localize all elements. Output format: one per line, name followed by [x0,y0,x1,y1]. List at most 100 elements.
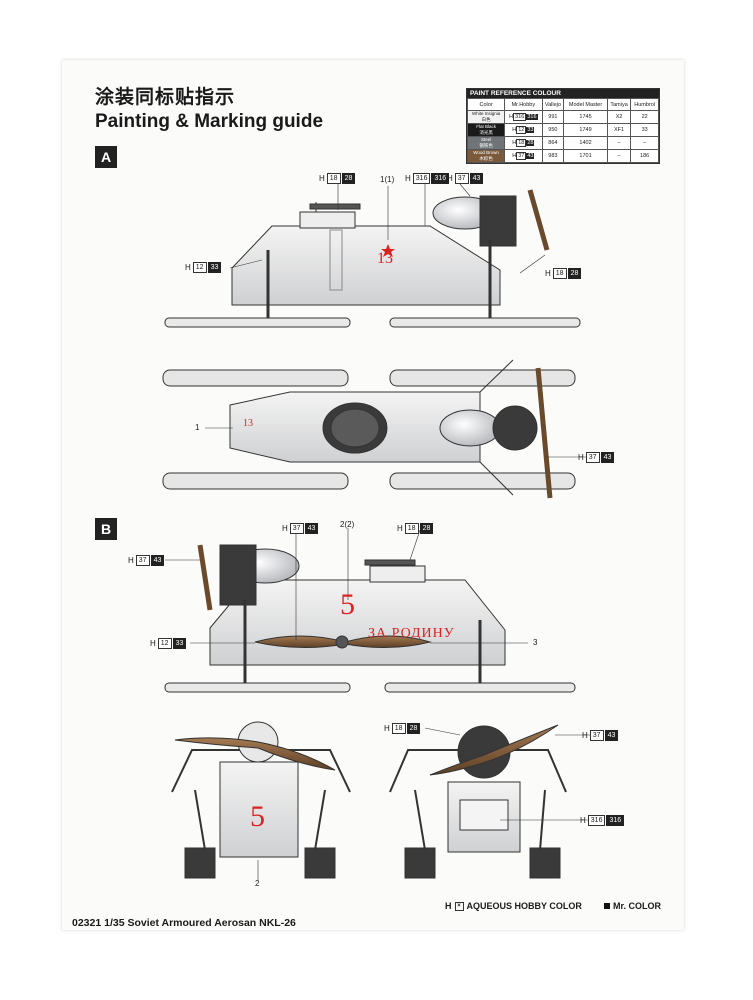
paint-color-en: Steel [480,137,492,142]
diagram-b-side [164,544,576,693]
paint-hobby-m: 43 [526,153,535,159]
propeller-a-plan [535,367,553,499]
diagram-a-side [164,189,581,328]
marking-b-slogan: ЗА РОДИНУ [368,626,455,641]
engine-a-plan [492,405,538,451]
paint-hobby-m: 33 [526,127,535,133]
paint-hobby-h: 37 [516,152,527,160]
decal-label-front: 2 [255,879,260,888]
title-chinese: 涂装同标贴指示 [95,87,236,108]
track-a-bottom-right [389,472,576,490]
diagram-a-plan [162,359,576,499]
track-a-bottom-left [162,472,349,490]
paint-color-en: Wood Brown [473,150,499,155]
paint-hobby-h: 18 [516,139,527,147]
paint-table-heading: PAINT REFERENCE COLOUR [467,89,659,98]
mr-color-square-icon [604,903,610,909]
footer-kit-info: 02321 1/35 Soviet Armoured Aerosan NKL-2… [72,917,296,929]
legend-aqueous-label: AQUEOUS HOBBY COLOR [466,901,582,911]
paint-color-en: White Insignia [471,111,501,116]
section-b-label: B [95,518,117,540]
turret-b [369,565,426,583]
ski-b-front [384,682,576,693]
paint-tamiya-cell: – [606,149,632,163]
marking-a-number: 13 [377,250,393,267]
aqueous-box-icon: × [454,901,464,911]
hull-a-side [231,225,501,306]
legend-mr-color-label: Mr. COLOR [613,901,662,911]
legend-mr-color: Mr. COLOR [604,901,661,911]
ski-rear-left [404,847,436,879]
title-english: Painting & Marking guide [95,111,324,132]
h-prefix: H [512,140,517,146]
paint-color-cn: 钢铁色 [479,143,493,148]
turret-a [299,211,356,229]
track-a-top-right [389,369,576,387]
engine-a [479,195,517,247]
section-a-label: A [95,146,117,168]
marking-a-plan-number: 13 [243,418,253,429]
paint-color-cn: 消光黑 [479,130,493,135]
marking-front-number: 5 [250,800,265,833]
leader-lines [165,183,590,880]
diagram-rear-view [389,724,567,879]
paint-hobby-h: 316 [513,113,527,121]
decal-label-a-plan: 1 [195,423,200,432]
propeller-front [174,737,336,771]
instruction-sheet [62,60,684,930]
paint-hobby-h: 12 [516,126,527,134]
paint-hobby-m: 316 [526,114,538,120]
propeller-rear [429,724,559,776]
decal-label-a-top: 1(1) [380,175,395,184]
ski-front-right [304,847,336,879]
ski-front-left [184,847,216,879]
paint-reference-table: PAINT REFERENCE COLOUR Color Mr.Hobby Va… [466,88,660,164]
paint-color-en: Flat Black [476,124,496,129]
engine-b [219,544,257,606]
ski-rear-right [529,847,561,879]
track-a-top-left [162,369,349,387]
decal-label-b-top: 2(2) [340,520,355,529]
rear-hatch [459,799,509,831]
ski-a-rear [164,317,351,328]
paint-color-cn: 白色 [481,117,491,122]
paint-table-header-row: Color Mr.Hobby Vallejo Model Master Tami… [466,98,659,111]
paint-model-master-cell: 1701 [563,149,608,163]
propeller-b-side [197,544,213,611]
propeller-a-side [527,189,550,251]
tank-a-plan [439,409,501,447]
paint-color-cn: 木棕色 [479,156,493,161]
ski-a-front [389,317,581,328]
decal-label-b-side: 3 [533,638,538,647]
h-prefix: H [512,127,517,133]
legend-aqueous: H× AQUEOUS HOBBY COLOR [445,901,582,911]
diagram-front-view [171,721,351,879]
paint-table: Color Mr.Hobby Vallejo Model Master Tami… [466,98,659,163]
marking-b-number: 5 [340,588,355,621]
paint-humbrol-cell: 186 [630,149,659,163]
hull-front [219,761,299,858]
ski-b-rear [164,682,351,693]
h-prefix: H [512,153,517,159]
